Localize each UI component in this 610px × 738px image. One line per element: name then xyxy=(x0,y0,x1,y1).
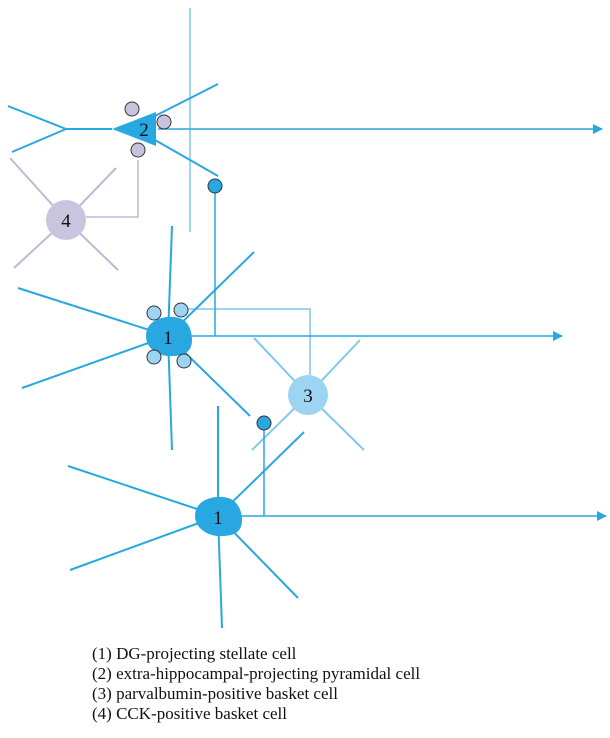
stellate-bottom-number: 1 xyxy=(213,508,223,529)
cck-basket-number: 4 xyxy=(61,211,71,232)
stellate-cell-top: 1 xyxy=(17,225,563,451)
legend: (1) DG-projecting stellate cell (2) extr… xyxy=(92,644,420,724)
cck-basket-axon xyxy=(86,160,139,218)
stellate-bouton xyxy=(207,178,223,194)
cck-basket-soma xyxy=(46,200,86,240)
pv-bouton xyxy=(146,349,162,365)
pyramidal-dendrites xyxy=(7,83,219,177)
cck-bouton xyxy=(130,142,146,158)
legend-item-stellate: (1) DG-projecting stellate cell xyxy=(92,644,297,663)
legend-item-cck-basket: (4) CCK-positive basket cell xyxy=(92,704,287,723)
pv-bouton xyxy=(173,302,189,318)
legend-item-pyramidal: (2) extra-hippocampal-projecting pyramid… xyxy=(92,664,421,683)
stellate-bottom-dendrites xyxy=(67,406,305,629)
stellate-cell-bottom: 1 xyxy=(67,406,607,629)
legend-item-pv-basket: (3) parvalbumin-positive basket cell xyxy=(92,684,338,703)
cck-bouton xyxy=(156,114,172,130)
pv-basket-soma xyxy=(288,375,328,415)
pyramidal-soma xyxy=(112,112,156,146)
cck-basket-cell: 4 xyxy=(9,157,139,271)
pv-bouton xyxy=(176,353,192,369)
stellate-bottom-soma xyxy=(195,496,242,537)
pv-bouton xyxy=(146,305,162,321)
cck-boutons-on-pyramidal xyxy=(124,101,172,158)
stellate-top-number: 1 xyxy=(163,328,173,349)
pyramidal-number: 2 xyxy=(139,120,149,141)
pv-basket-axon xyxy=(188,308,311,375)
pv-boutons-on-stellate xyxy=(146,302,192,369)
stellate-top-soma xyxy=(146,316,192,357)
cck-bouton xyxy=(124,101,140,117)
stellate-bouton xyxy=(256,415,272,431)
pyramidal-cell: 2 xyxy=(7,8,603,232)
pv-basket-number: 3 xyxy=(303,386,313,407)
